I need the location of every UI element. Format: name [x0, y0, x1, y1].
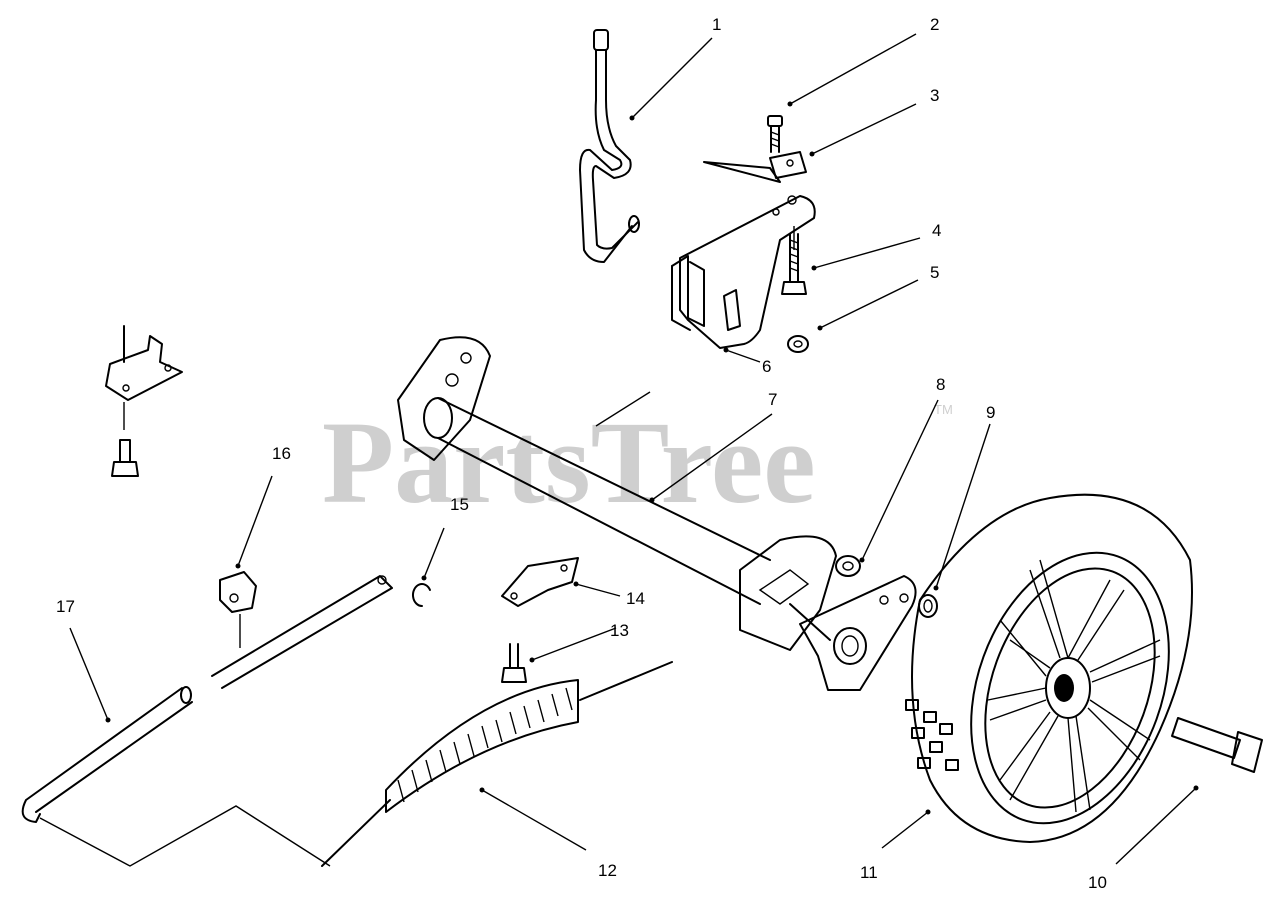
callout-1: 1: [712, 15, 721, 34]
part-4-bolt[interactable]: [781, 233, 807, 295]
part-14-latch-plate[interactable]: [501, 557, 579, 607]
callout-10: 10: [1088, 873, 1107, 892]
callout-8: 8: [936, 375, 945, 394]
part-10-shoulder-bolt[interactable]: [1171, 717, 1263, 773]
tread-pattern: [905, 699, 959, 771]
callout-2: 2: [930, 15, 939, 34]
callout-12: 12: [598, 861, 617, 880]
part-12-spring[interactable]: [321, 661, 673, 867]
callout-13: 13: [610, 621, 629, 640]
callout-11: 11: [860, 863, 878, 882]
callout-4: 4: [932, 221, 941, 240]
part-7-axle-assembly[interactable]: [397, 336, 917, 691]
part-5-nut[interactable]: [787, 335, 809, 353]
callout-3: 3: [930, 86, 939, 105]
callout-labels: 1 2 3 4 5 6 7 8 9 10 11 12 13 14 15 16 1…: [56, 15, 1107, 892]
part-1-adjust-rod[interactable]: [579, 29, 640, 263]
callout-6: 6: [762, 357, 771, 376]
watermark-tm: TM: [934, 402, 953, 417]
callout-7: 7: [768, 390, 777, 409]
part-8-nut[interactable]: [835, 555, 861, 577]
callout-15: 15: [450, 495, 469, 514]
part-3-indicator-plate[interactable]: [703, 151, 807, 183]
part-6-bracket[interactable]: [671, 195, 816, 349]
callout-17: 17: [56, 597, 75, 616]
callout-16: 16: [272, 444, 291, 463]
callout-14: 14: [626, 589, 645, 608]
callout-9: 9: [986, 403, 995, 422]
part-15-clip[interactable]: [412, 583, 431, 607]
leader-lines: [69, 33, 1199, 865]
part-17-bent-rod[interactable]: [21, 686, 331, 867]
part-2-bolt[interactable]: [767, 115, 783, 153]
part-13-bolt[interactable]: [501, 643, 527, 683]
mount-bracket-left[interactable]: [105, 325, 183, 477]
callout-5: 5: [930, 263, 939, 282]
part-16-pivot-bracket[interactable]: [211, 571, 393, 689]
part-11-wheel[interactable]: [905, 493, 1204, 851]
